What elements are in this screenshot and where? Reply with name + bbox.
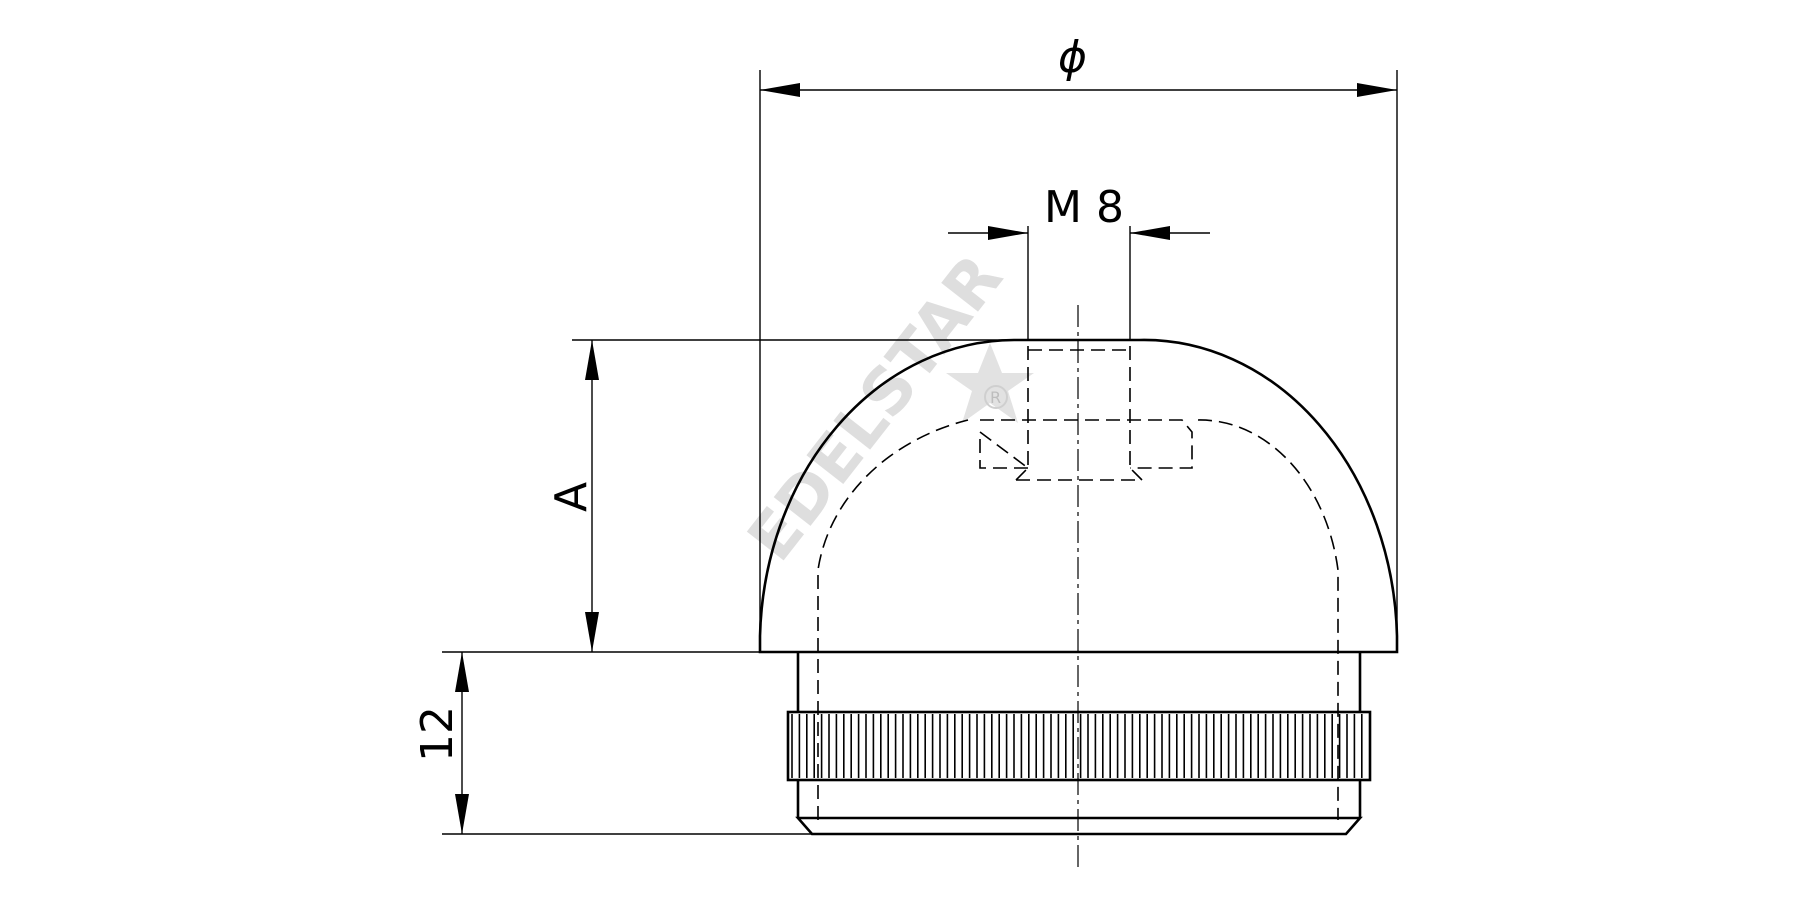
watermark-registered-mark: R	[990, 388, 1001, 407]
thread-label: M 8	[1044, 182, 1124, 233]
height-label: A	[546, 482, 597, 512]
collar-label: 12	[412, 706, 463, 762]
diameter-dimension: ϕ	[759, 32, 1398, 636]
thread-insert-hidden	[979, 346, 1193, 481]
dome-outline	[758, 338, 1399, 654]
collar	[786, 652, 1372, 836]
thread-dimension: M 8	[948, 182, 1210, 340]
height-dimension: A	[546, 339, 1014, 652]
dome-inner-hidden-line-right	[1197, 419, 1339, 820]
watermark-star-icon: R	[946, 343, 1034, 423]
diameter-label: ϕ	[1058, 32, 1087, 83]
collar-dimension: 12	[412, 651, 812, 835]
knurled-band	[791, 714, 1363, 778]
